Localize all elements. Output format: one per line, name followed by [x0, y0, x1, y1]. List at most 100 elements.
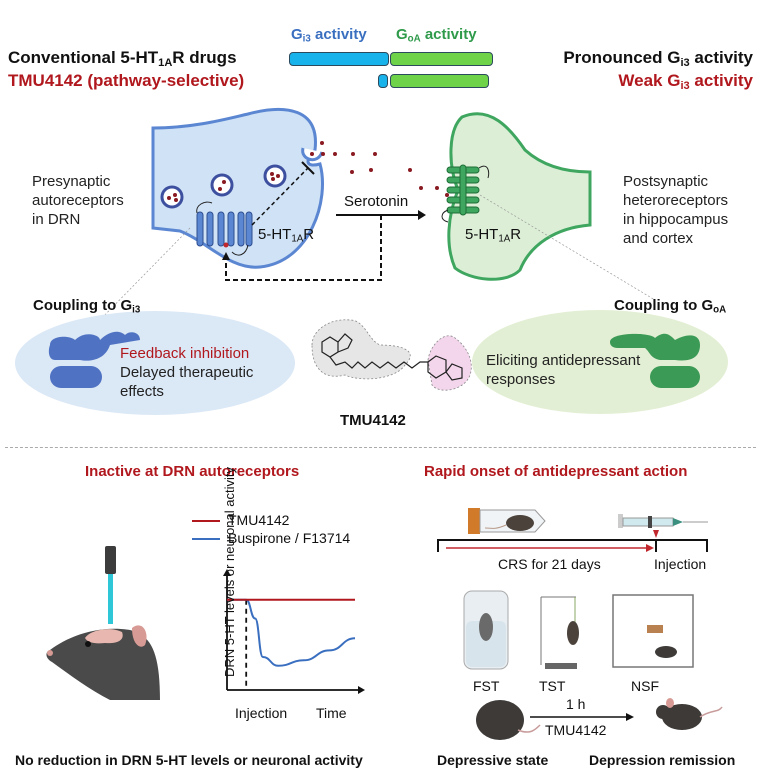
nsf-icon	[612, 594, 694, 668]
chart-x-injection: Injection	[235, 705, 288, 721]
mouse-transition	[476, 698, 723, 740]
coupling-diagram	[15, 310, 728, 415]
legend-buspirone-swatch	[192, 538, 220, 541]
state-after: Depression remission	[589, 752, 736, 768]
gi3-effect-3: effects	[120, 383, 164, 400]
gi3-effect-1: Feedback inhibition	[120, 345, 250, 362]
section-divider	[5, 447, 756, 448]
ear	[132, 625, 147, 647]
chart-ylabel: DRN 5-HT levels or neuronal activity	[222, 467, 237, 677]
injection-label: Injection	[654, 556, 707, 572]
conventional-drugs-label: Conventional 5-HT1AR drugs	[8, 48, 237, 69]
gi3-title-sub: i3	[132, 304, 141, 316]
legend-tmu4142: TMU4142	[192, 512, 289, 528]
conventional-sub: 1A	[158, 56, 173, 69]
legend-buspirone-label: Buspirone / F13714	[228, 530, 351, 546]
coupling-gi3-title: Coupling to Gi3	[33, 297, 140, 315]
postsynaptic-line-4: and cortex	[623, 230, 694, 247]
weak-sub: i3	[680, 79, 690, 92]
presynaptic-line-3: in DRN	[32, 211, 81, 228]
goa-effects: Eliciting antidepressant responses	[486, 351, 640, 389]
mouse-head	[46, 628, 160, 700]
pre-receptor-text: 5-HT	[258, 226, 292, 243]
mouse-head-illustration	[46, 546, 160, 700]
pre-receptor-sub: 1A	[291, 233, 304, 245]
presynaptic-line-1: Presynaptic	[32, 173, 111, 190]
gi3-title-text: Coupling to G	[33, 297, 133, 314]
pre-receptor-suffix: R	[303, 226, 315, 243]
conventional-suffix: R drugs	[172, 48, 237, 67]
x-axis-arrow	[358, 686, 365, 694]
post-receptor-suffix: R	[510, 226, 522, 243]
postsynaptic-spine	[447, 112, 592, 281]
legend-tmu4142-label: TMU4142	[228, 512, 290, 528]
left-panel-footer: No reduction in DRN 5-HT levels or neuro…	[15, 752, 363, 768]
goa-title-text: Coupling to G	[614, 297, 714, 314]
goa-protein	[610, 333, 700, 388]
injection-marker	[653, 530, 659, 538]
pronounced-sub: i3	[680, 56, 690, 69]
goa-legend-suffix: activity	[420, 26, 477, 43]
test-fst: FST	[473, 678, 500, 694]
brain	[85, 629, 123, 644]
depressed-mouse-icon	[476, 700, 541, 740]
left-panel-title: Inactive at DRN autoreceptors	[85, 463, 300, 480]
chart-ylabel-text: DRN 5-HT levels or neuronal activity	[222, 467, 237, 677]
optic-fiber	[108, 574, 113, 624]
y-axis-arrow	[223, 569, 231, 576]
gi3-legend-sub: i3	[302, 33, 311, 45]
behavior-tests	[463, 590, 694, 670]
test-nsf: NSF	[631, 678, 659, 694]
serotonin-label: Serotonin	[344, 193, 409, 210]
arrow-label-drug: TMU4142	[545, 722, 607, 738]
post-receptor-label: 5-HT1AR	[465, 226, 521, 244]
timeline-diagram	[437, 508, 708, 552]
postsynaptic-receptor	[446, 164, 480, 216]
post-receptor-text: 5-HT	[465, 226, 499, 243]
goa-effect-1: Eliciting antidepressant	[486, 352, 641, 369]
weak-suffix: activity	[689, 71, 753, 90]
pronounced-gi3-label: Pronounced Gi3 activity	[563, 48, 753, 69]
synapse-diagram	[94, 107, 656, 326]
restraint-tube-icon	[468, 508, 546, 534]
gi3-protein	[48, 331, 140, 388]
optic-fiber-housing	[105, 546, 116, 574]
tmu4142-molecule	[311, 319, 472, 391]
goa-legend-text: G	[396, 26, 408, 43]
goa-activity-legend: GoA activity	[396, 26, 477, 44]
nose	[47, 650, 53, 656]
drn-chart	[223, 569, 365, 694]
fst-icon	[463, 590, 509, 670]
chart-lines	[227, 598, 356, 667]
postsynaptic-line-3: in hippocampus	[623, 211, 729, 228]
goa-title-sub: oA	[713, 304, 727, 316]
weak-text: Weak G	[618, 71, 681, 90]
syringe-icon	[618, 514, 708, 528]
pronounced-suffix: activity	[689, 48, 753, 67]
postsynaptic-label: Postsynaptic heteroreceptors in hippocam…	[623, 172, 728, 248]
postsynaptic-line-1: Postsynaptic	[623, 173, 709, 190]
chart-xlabel: Time	[316, 705, 347, 721]
right-panel-title: Rapid onset of antidepressant action	[424, 463, 688, 480]
postsynaptic-line-2: heteroreceptors	[623, 192, 729, 209]
molecule-name: TMU4142	[340, 412, 406, 429]
post-receptor-sub: 1A	[498, 233, 511, 245]
remission-mouse-icon	[656, 698, 723, 730]
tst-icon	[540, 596, 579, 669]
presynaptic-line-2: autoreceptors	[32, 192, 124, 209]
coupling-goa-title: Coupling to GoA	[614, 297, 726, 315]
state-before: Depressive state	[437, 752, 549, 768]
conventional-text: Conventional 5-HT	[8, 48, 159, 67]
legend-buspirone: Buspirone / F13714	[192, 530, 350, 546]
vesicles	[160, 164, 287, 209]
presynaptic-label: Presynaptic autoreceptors in DRN	[32, 172, 124, 229]
gi3-activity-legend: Gi3 activity	[291, 26, 367, 44]
tmu4142-label: TMU4142 (pathway-selective)	[8, 71, 245, 90]
weak-gi3-label: Weak Gi3 activity	[618, 71, 753, 92]
legend-tmu4142-swatch	[192, 520, 220, 523]
gi3-legend-text: G	[291, 26, 303, 43]
chart-axes	[223, 569, 365, 694]
serotonin-molecules	[310, 141, 449, 197]
pronounced-text: Pronounced G	[563, 48, 681, 67]
pre-receptor-label: 5-HT1AR	[258, 226, 314, 244]
